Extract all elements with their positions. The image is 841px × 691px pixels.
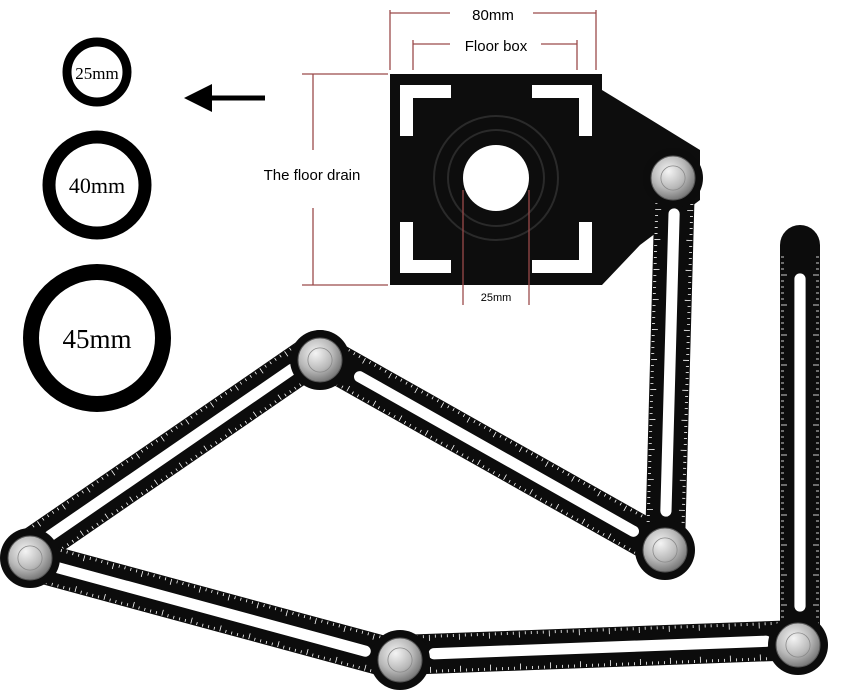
ring-40mm: 40mm — [42, 130, 152, 240]
knob-icon — [768, 615, 828, 675]
knob-icon — [290, 330, 350, 390]
floor-box-label: Floor box — [465, 38, 528, 55]
ring-25mm: 25mm — [62, 37, 132, 107]
ruler-knobs — [0, 148, 828, 690]
knob-icon — [643, 148, 703, 208]
ring-45mm-label: 45mm — [62, 324, 131, 354]
arrow-left-icon — [184, 84, 265, 112]
ruler-arm-vertical-center — [645, 160, 695, 565]
ruler-arm-upper-left — [2, 330, 340, 575]
dimension-80mm-label: 80mm — [472, 7, 514, 24]
ruler-arm-lower-left — [2, 538, 418, 680]
knob-icon — [635, 520, 695, 580]
ring-25mm-label: 25mm — [75, 64, 118, 83]
ruler-arm-middle — [310, 340, 683, 568]
ruler-arms — [2, 160, 820, 680]
knob-icon — [0, 528, 60, 588]
ring-40mm-label: 40mm — [69, 173, 125, 198]
floor-box-template — [390, 74, 700, 285]
dimension-lines — [302, 10, 597, 305]
hole-25mm-label: 25mm — [481, 292, 512, 304]
ruler-arm-vertical-right — [780, 225, 820, 660]
knob-icon — [370, 630, 430, 690]
ruler-arm-bottom — [380, 620, 820, 675]
floor-drain-label: The floor drain — [264, 167, 361, 184]
ring-45mm: 45mm — [23, 264, 171, 412]
